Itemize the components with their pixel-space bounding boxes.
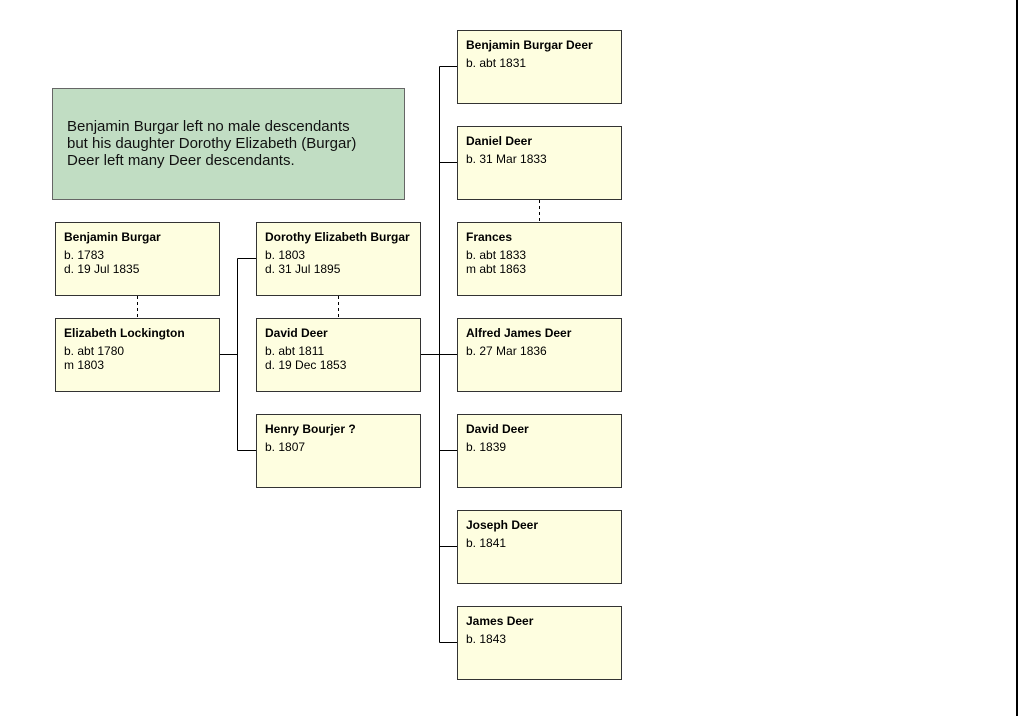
person-birth: b. abt 1833: [466, 248, 527, 262]
person-name: Elizabeth Lockington: [64, 326, 185, 340]
person-box-benjamin-burgar[interactable]: Benjamin Burgar b. 1783 d. 19 Jul 1835: [55, 222, 220, 296]
person-death: d. 31 Jul 1895: [265, 262, 341, 276]
person-name: Joseph Deer: [466, 518, 539, 532]
person-name: James Deer: [466, 614, 534, 628]
person-box-james-deer[interactable]: James Deer b. 1843: [457, 606, 622, 680]
person-birth: b. 1803: [265, 248, 306, 262]
person-box-alfred-james-deer[interactable]: Alfred James Deer b. 27 Mar 1836: [457, 318, 622, 392]
person-death: d. 19 Dec 1853: [265, 358, 347, 372]
person-birth: b. 27 Mar 1836: [466, 344, 547, 358]
person-box-daniel-deer[interactable]: Daniel Deer b. 31 Mar 1833: [457, 126, 622, 200]
person-name: Frances: [466, 230, 513, 244]
person-name: Alfred James Deer: [466, 326, 572, 340]
person-birth: b. 1843: [466, 632, 507, 646]
family-note: Benjamin Burgar left no male descendants…: [52, 88, 405, 200]
person-marriage: m abt 1863: [466, 262, 527, 276]
person-birth: b. 31 Mar 1833: [466, 152, 547, 166]
note-line: but his daughter Dorothy Elizabeth (Burg…: [67, 135, 357, 152]
person-box-dorothy-elizabeth-burgar[interactable]: Dorothy Elizabeth Burgar b. 1803 d. 31 J…: [256, 222, 421, 296]
person-name: Benjamin Burgar Deer: [466, 38, 593, 52]
person-name: Dorothy Elizabeth Burgar: [265, 230, 410, 244]
person-name: David Deer: [265, 326, 328, 340]
person-name: Henry Bourjer ?: [265, 422, 356, 436]
note-line: Benjamin Burgar left no male descendants: [67, 118, 350, 135]
person-birth: b. abt 1831: [466, 56, 527, 70]
person-name: Benjamin Burgar: [64, 230, 161, 244]
person-name: Daniel Deer: [466, 134, 533, 148]
person-birth: b. 1807: [265, 440, 306, 454]
page-right-border: [1016, 0, 1018, 716]
person-name: David Deer: [466, 422, 529, 436]
person-box-joseph-deer[interactable]: Joseph Deer b. 1841: [457, 510, 622, 584]
person-box-david-deer-jr[interactable]: David Deer b. 1839: [457, 414, 622, 488]
person-box-david-deer-sr[interactable]: David Deer b. abt 1811 d. 19 Dec 1853: [256, 318, 421, 392]
person-box-benjamin-burgar-deer[interactable]: Benjamin Burgar Deer b. abt 1831: [457, 30, 622, 104]
person-death: d. 19 Jul 1835: [64, 262, 140, 276]
person-box-elizabeth-lockington[interactable]: Elizabeth Lockington b. abt 1780 m 1803: [55, 318, 220, 392]
person-birth: b. 1783: [64, 248, 105, 262]
person-marriage: m 1803: [64, 358, 105, 372]
person-box-frances[interactable]: Frances b. abt 1833 m abt 1863: [457, 222, 622, 296]
person-birth: b. abt 1780: [64, 344, 125, 358]
person-box-henry-bourjer[interactable]: Henry Bourjer ? b. 1807: [256, 414, 421, 488]
person-birth: b. 1839: [466, 440, 507, 454]
person-birth: b. abt 1811: [265, 344, 325, 358]
person-birth: b. 1841: [466, 536, 507, 550]
note-line: Deer left many Deer descendants.: [67, 152, 295, 169]
